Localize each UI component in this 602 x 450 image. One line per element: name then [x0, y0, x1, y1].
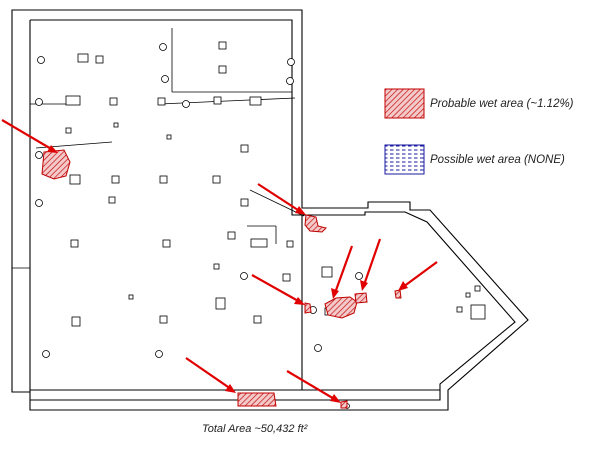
wet-area-7 [237, 392, 277, 407]
arrow-6 [398, 261, 438, 291]
arrow-1 [1, 119, 58, 153]
total-area-caption: Total Area ~50,432 ft² [202, 423, 308, 435]
wet-area-4 [324, 296, 358, 319]
arrow-7 [185, 357, 236, 393]
legend-swatch-possible [384, 144, 425, 175]
arrow-8 [286, 370, 341, 403]
interior-partitions [30, 28, 305, 244]
columns [65, 41, 486, 327]
wet-area-6 [394, 289, 402, 299]
legend-label-probable: Probable wet area (~1.12%) [430, 98, 574, 110]
legend: Probable wet area (~1.12%) Possible wet … [384, 88, 574, 175]
arrow-4 [331, 245, 354, 299]
wet-area-5 [354, 292, 368, 304]
wet-area-2 [304, 214, 327, 233]
wet-area-1 [41, 149, 71, 180]
building-outline [11, 9, 529, 411]
arrow-3 [251, 274, 305, 305]
wet-area-8 [340, 400, 348, 409]
wet-areas [41, 149, 402, 409]
arrow-5 [360, 238, 382, 291]
legend-swatch-probable [384, 88, 425, 119]
arrow-2 [257, 183, 306, 215]
wet-area-3 [304, 302, 312, 314]
arrows [1, 119, 438, 403]
legend-label-possible: Possible wet area (NONE) [430, 154, 565, 166]
